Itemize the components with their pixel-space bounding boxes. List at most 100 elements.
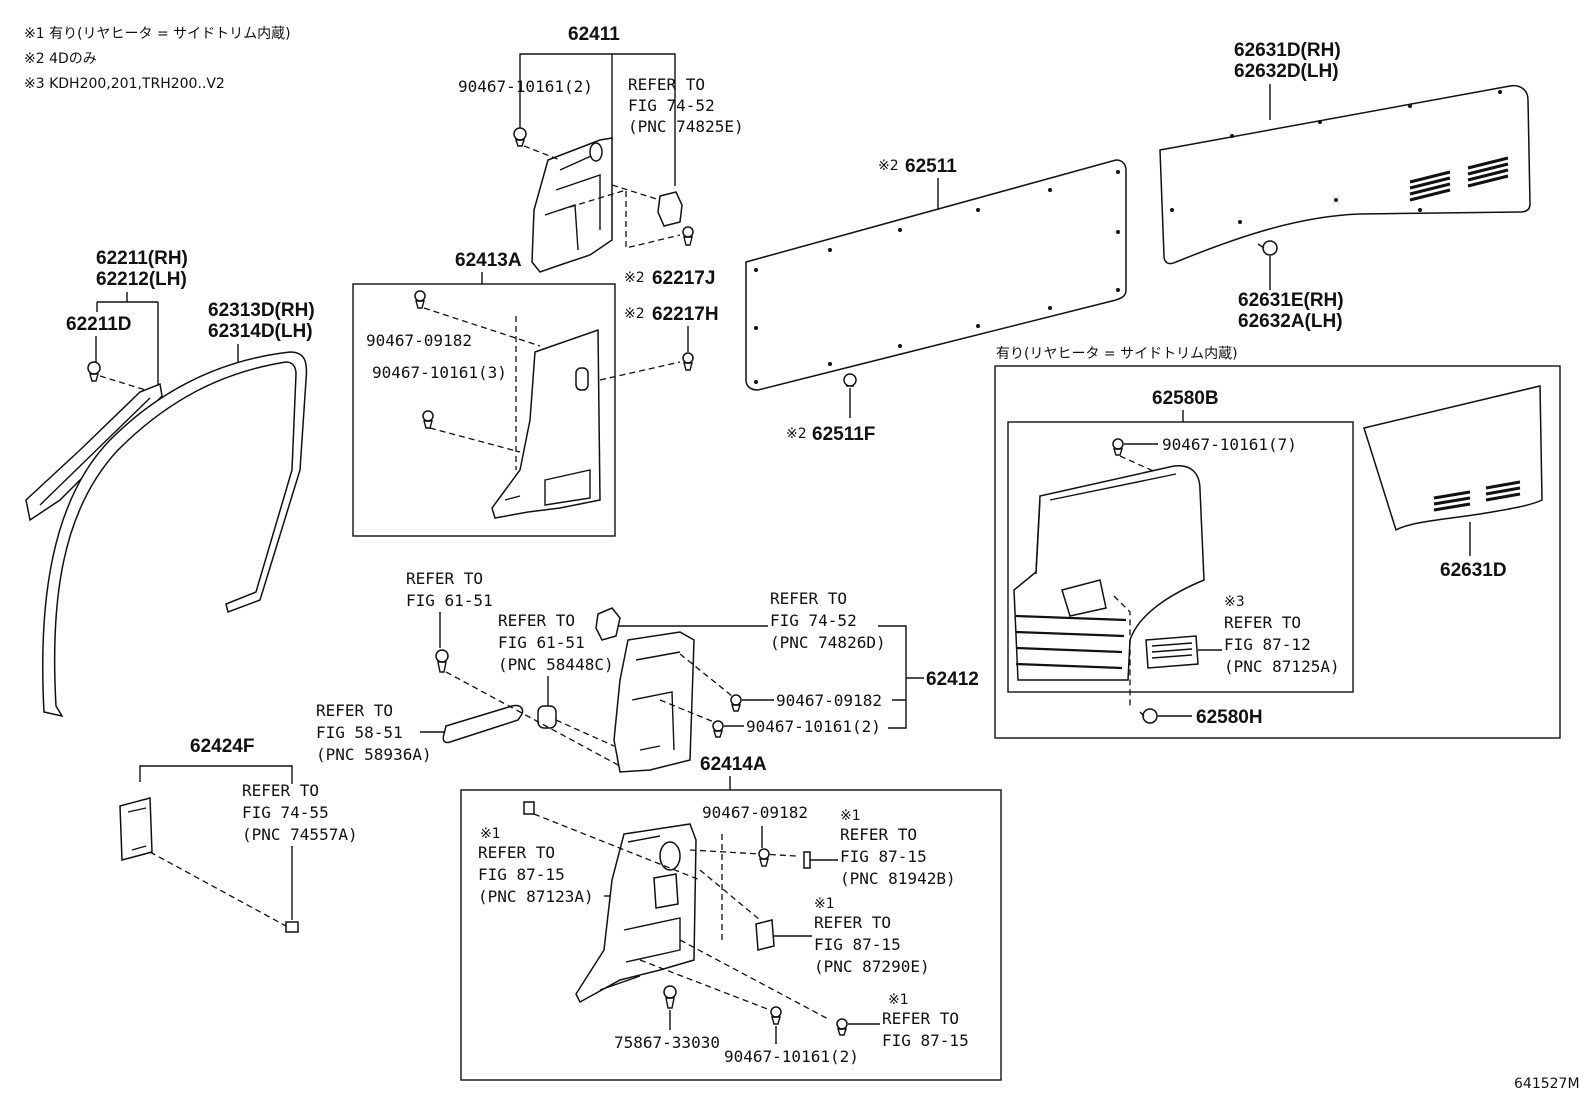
mark-2: ※2 xyxy=(878,158,899,174)
clip-62217H-icon xyxy=(682,352,694,371)
ref-line: FIG 87-12 xyxy=(1224,635,1311,654)
ref-line: (PNC 58448C) xyxy=(498,655,614,674)
pillar-hole-icon xyxy=(589,142,603,162)
label-62424F: 62424F xyxy=(190,736,254,757)
label-62212-lh: 62212(LH) xyxy=(96,269,187,290)
panel-holes xyxy=(1170,90,1502,224)
box-62580B xyxy=(1007,421,1354,693)
ref-line: (PNC 74826D) xyxy=(770,633,886,652)
ref-line: FIG 58-51 xyxy=(316,723,403,742)
seat-belt-anchor-icon xyxy=(442,704,524,744)
fastener-90467-10161-3: 90467-10161(3) xyxy=(372,363,507,382)
dashed-guides xyxy=(423,307,681,470)
clip-icon xyxy=(1112,438,1124,456)
clip-icon xyxy=(836,1018,848,1036)
dashed-guides xyxy=(659,653,733,723)
clip-icon xyxy=(422,410,434,429)
ref-line: REFER TO xyxy=(316,701,393,720)
clip-icon xyxy=(770,1006,782,1025)
note-2: ※2 4Dのみ xyxy=(24,51,97,67)
diagram-id: 641527M xyxy=(1514,1076,1580,1092)
dashed-guides xyxy=(523,145,681,249)
mark-1: ※1 xyxy=(840,808,861,824)
bumper-icon xyxy=(537,705,557,729)
lower-pillar-detail xyxy=(504,469,591,506)
ref-line: REFER TO xyxy=(498,611,575,630)
label-62211-rh: 62211(RH) xyxy=(96,248,188,269)
ref-line: REFER TO xyxy=(1224,613,1301,632)
label-62217H: 62217H xyxy=(652,304,719,325)
dashed-guides xyxy=(445,671,621,767)
ref-line: (PNC 87290E) xyxy=(814,957,930,976)
clip-icon xyxy=(414,290,426,309)
mark-1: ※1 xyxy=(814,896,835,912)
label-62632A-lh: 62632A(LH) xyxy=(1238,311,1343,332)
ref-line: REFER TO xyxy=(242,781,319,800)
fastener-90467-10161-2-top: 90467-10161(2) xyxy=(458,77,593,96)
ref-line: (PNC 87125A) xyxy=(1224,657,1340,676)
ref-line: REFER TO xyxy=(406,569,483,588)
dashed-guides xyxy=(1119,455,1161,475)
ref-line: FIG 74-55 xyxy=(242,803,329,822)
ref-line: (PNC 74825E) xyxy=(628,117,744,136)
ref-line: (PNC 74557A) xyxy=(242,825,358,844)
clip-62211D-icon xyxy=(87,361,101,382)
ref-line: REFER TO xyxy=(814,913,891,932)
label-62313D-rh: 62313D(RH) xyxy=(208,300,315,321)
cover-detail xyxy=(127,807,147,851)
fastener-90467-10161-2-bot: 90467-10161(2) xyxy=(724,1047,859,1066)
box-62413A xyxy=(352,283,616,537)
fastener-90467-09182-a: 90467-09182 xyxy=(366,331,472,350)
clip-icon xyxy=(712,720,724,738)
clip-62217J-icon xyxy=(682,226,694,246)
ref-line: REFER TO xyxy=(840,825,917,844)
ref-line: FIG 87-15 xyxy=(814,935,901,954)
ref-line: FIG 87-15 xyxy=(478,865,565,884)
fastener-90467-10161-2-mid: 90467-10161(2) xyxy=(746,717,881,736)
connector-icon xyxy=(755,919,775,951)
dashed-guides xyxy=(1113,595,1131,708)
label-62631D-rh: 62631D(RH) xyxy=(1234,40,1341,61)
label-62314D-lh: 62314D(LH) xyxy=(208,321,313,342)
clip-62580H-icon xyxy=(1139,708,1158,724)
ref-line: FIG 87-15 xyxy=(840,847,927,866)
louver-lines xyxy=(1151,642,1193,659)
clip-icon xyxy=(285,921,299,933)
leader-62412 xyxy=(878,625,924,729)
panel-holes xyxy=(754,170,1120,384)
label-62511F: 62511F xyxy=(812,424,875,445)
clip-icon xyxy=(730,694,742,712)
fastener-90467-09182-b: 90467-09182 xyxy=(776,691,882,710)
clip-62511F-icon xyxy=(843,373,857,387)
ref-line: (PNC 87123A) xyxy=(478,887,594,906)
front-pillar-detail xyxy=(39,397,151,506)
pillar-detail xyxy=(599,835,681,991)
ref-line: REFER TO xyxy=(628,75,705,94)
label-62511: 62511 xyxy=(905,156,957,177)
lower-pillar-trim-62413A xyxy=(491,328,601,519)
label-62411: 62411 xyxy=(568,24,620,45)
screw-icon xyxy=(435,649,449,673)
center-pillar-trim-62412 xyxy=(613,631,695,773)
label-62217J: 62217J xyxy=(652,268,715,289)
pillar-slot-icon xyxy=(575,367,589,391)
inset-box-rear-heater xyxy=(994,365,1561,739)
mark-2: ※2 xyxy=(786,426,807,442)
quarter-trim-panel-62631D-inset xyxy=(1363,385,1543,532)
dashed-guides xyxy=(533,813,831,1021)
label-62632D-lh: 62632D(LH) xyxy=(1234,61,1339,82)
mark-2: ※2 xyxy=(624,306,645,322)
label-62414A: 62414A xyxy=(700,754,767,775)
clip-62631E-icon xyxy=(1257,240,1278,256)
label-62631E-rh: 62631E(RH) xyxy=(1238,290,1344,311)
label-62413A: 62413A xyxy=(455,250,522,271)
leader-62411 xyxy=(519,53,676,140)
cover-62424F xyxy=(119,797,153,861)
ref-line: FIG 87-15 xyxy=(882,1031,969,1050)
label-62211D: 62211D xyxy=(66,314,132,335)
label-62412: 62412 xyxy=(926,669,979,690)
trim-detail xyxy=(1035,473,1177,575)
mark-1: ※1 xyxy=(480,826,501,842)
vent-louver-icon xyxy=(1409,156,1509,202)
